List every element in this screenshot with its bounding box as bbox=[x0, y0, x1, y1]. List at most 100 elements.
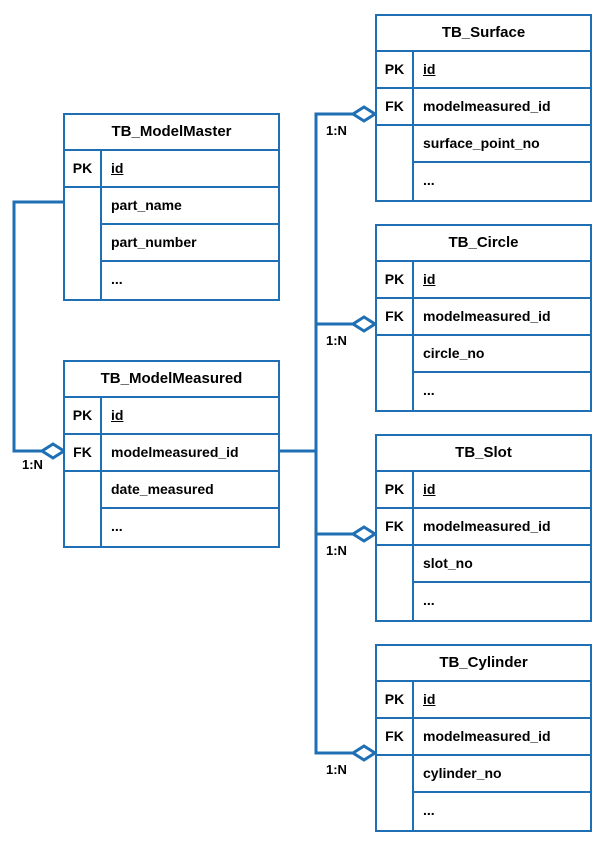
entity-row: FK modelmeasured_id bbox=[377, 299, 590, 336]
row-key bbox=[377, 756, 414, 793]
entity-rows: PK id FK modelmeasured_id surface_point_… bbox=[377, 52, 590, 200]
row-field: modelmeasured_id bbox=[423, 518, 551, 534]
row-key: FK bbox=[377, 509, 414, 544]
row-key: PK bbox=[65, 151, 102, 186]
row-key: PK bbox=[377, 472, 414, 507]
entity-row: ... bbox=[65, 262, 278, 299]
row-key bbox=[65, 509, 102, 546]
entity-row: ... bbox=[65, 509, 278, 546]
entity-title: TB_Surface bbox=[377, 16, 590, 52]
entity-row: PK id bbox=[377, 52, 590, 89]
entity-row: ... bbox=[377, 793, 590, 830]
entity-title: TB_ModelMeasured bbox=[65, 362, 278, 398]
row-key bbox=[65, 262, 102, 299]
entity-row: part_number bbox=[65, 225, 278, 262]
entity-row: FK modelmeasured_id bbox=[65, 435, 278, 472]
row-field: date_measured bbox=[102, 472, 278, 509]
entity-title: TB_ModelMaster bbox=[65, 115, 278, 151]
cardinality-label-measured-cylinder: 1:N bbox=[326, 762, 347, 777]
row-field: part_number bbox=[102, 225, 278, 262]
entity-row: slot_no bbox=[377, 546, 590, 583]
row-key: FK bbox=[377, 719, 414, 754]
entity-rows: PK id FK modelmeasured_id circle_no ... bbox=[377, 262, 590, 410]
entity-row: FK modelmeasured_id bbox=[377, 719, 590, 756]
entity-row: PK id bbox=[65, 398, 278, 435]
entity-title: TB_Circle bbox=[377, 226, 590, 262]
row-key: FK bbox=[377, 89, 414, 124]
row-field: ... bbox=[423, 172, 435, 188]
row-field: id bbox=[423, 691, 436, 707]
row-field: modelmeasured_id bbox=[111, 444, 239, 460]
entity-rows: PK id FK modelmeasured_id date_measured … bbox=[65, 398, 278, 546]
connector-master-measured bbox=[12, 200, 65, 453]
cardinality-label-master-measured: 1:N bbox=[22, 457, 43, 472]
row-field: ... bbox=[423, 802, 435, 818]
row-key bbox=[377, 546, 414, 583]
entity-row: FK modelmeasured_id bbox=[377, 89, 590, 126]
row-key bbox=[377, 583, 414, 620]
row-key bbox=[65, 188, 102, 225]
entity-row: ... bbox=[377, 373, 590, 410]
entity-tb-modelmeasured[interactable]: TB_ModelMeasured PK id FK modelmeasured_… bbox=[63, 360, 280, 548]
entity-tb-cylinder[interactable]: TB_Cylinder PK id FK modelmeasured_id cy… bbox=[375, 644, 592, 832]
diamond-cylinder bbox=[350, 744, 378, 762]
entity-title: TB_Slot bbox=[377, 436, 590, 472]
row-field: ... bbox=[423, 382, 435, 398]
entity-tb-surface[interactable]: TB_Surface PK id FK modelmeasured_id sur… bbox=[375, 14, 592, 202]
row-field: circle_no bbox=[414, 336, 590, 373]
entity-rows: PK id FK modelmeasured_id cylinder_no ..… bbox=[377, 682, 590, 830]
cardinality-label-measured-surface: 1:N bbox=[326, 123, 347, 138]
row-field: modelmeasured_id bbox=[423, 308, 551, 324]
entity-rows: PK id part_name part_number ... bbox=[65, 151, 278, 299]
row-key bbox=[377, 126, 414, 163]
row-key: FK bbox=[377, 299, 414, 334]
row-key: PK bbox=[65, 398, 102, 433]
entity-row: circle_no bbox=[377, 336, 590, 373]
cardinality-label-measured-slot: 1:N bbox=[326, 543, 347, 558]
row-field: surface_point_no bbox=[414, 126, 590, 163]
row-key bbox=[65, 472, 102, 509]
row-key: PK bbox=[377, 52, 414, 87]
entity-row: date_measured bbox=[65, 472, 278, 509]
entity-row: PK id bbox=[377, 682, 590, 719]
row-key bbox=[65, 225, 102, 262]
entity-row: ... bbox=[377, 583, 590, 620]
row-field: id bbox=[111, 407, 124, 423]
row-field: ... bbox=[111, 271, 123, 287]
diamond-circle bbox=[350, 315, 378, 333]
row-key bbox=[377, 163, 414, 200]
row-field: cylinder_no bbox=[414, 756, 590, 793]
diamond-measured bbox=[39, 442, 67, 460]
entity-tb-circle[interactable]: TB_Circle PK id FK modelmeasured_id circ… bbox=[375, 224, 592, 412]
row-field: slot_no bbox=[414, 546, 590, 583]
row-key bbox=[377, 793, 414, 830]
row-key bbox=[377, 373, 414, 410]
row-key: PK bbox=[377, 682, 414, 717]
entity-row: PK id bbox=[377, 262, 590, 299]
row-field: id bbox=[423, 61, 436, 77]
row-field: id bbox=[423, 271, 436, 287]
row-field: modelmeasured_id bbox=[423, 98, 551, 114]
row-field: id bbox=[423, 481, 436, 497]
entity-row: PK id bbox=[377, 472, 590, 509]
entity-row: cylinder_no bbox=[377, 756, 590, 793]
entity-tb-slot[interactable]: TB_Slot PK id FK modelmeasured_id slot_n… bbox=[375, 434, 592, 622]
row-key bbox=[377, 336, 414, 373]
row-field: modelmeasured_id bbox=[423, 728, 551, 744]
entity-row: part_name bbox=[65, 188, 278, 225]
entity-tb-modelmaster[interactable]: TB_ModelMaster PK id part_name part_numb… bbox=[63, 113, 280, 301]
cardinality-label-measured-circle: 1:N bbox=[326, 333, 347, 348]
row-key: FK bbox=[65, 435, 102, 470]
entity-row: surface_point_no bbox=[377, 126, 590, 163]
row-field: id bbox=[111, 160, 124, 176]
row-field: part_name bbox=[102, 188, 278, 225]
entity-row: PK id bbox=[65, 151, 278, 188]
row-key: PK bbox=[377, 262, 414, 297]
row-field: ... bbox=[423, 592, 435, 608]
entity-row: FK modelmeasured_id bbox=[377, 509, 590, 546]
diamond-slot bbox=[350, 525, 378, 543]
entity-rows: PK id FK modelmeasured_id slot_no ... bbox=[377, 472, 590, 620]
entity-row: ... bbox=[377, 163, 590, 200]
